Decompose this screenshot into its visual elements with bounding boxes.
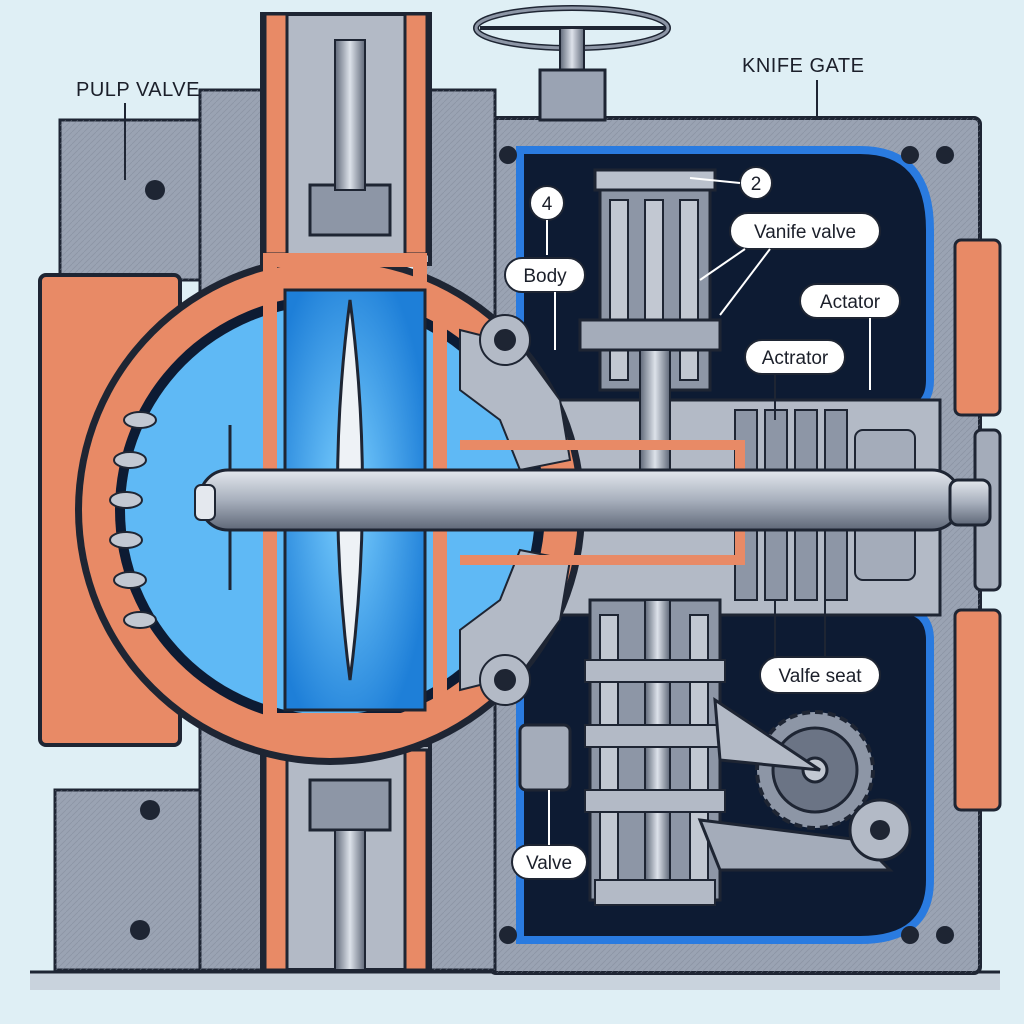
callout-number-4: 4 [529, 185, 565, 221]
svg-text:Body: Body [523, 266, 567, 287]
callout-actator: Actator [799, 283, 901, 319]
gear-teeth [459, 314, 572, 706]
callout-body: Body [504, 257, 586, 293]
callout-valve: Valve [511, 844, 588, 880]
handwheel-icon [473, 5, 671, 122]
svg-text:Actrator: Actrator [762, 348, 829, 369]
svg-text:Vanife valve: Vanife valve [754, 222, 856, 243]
title-pulp-valve: PULP VALVE [76, 79, 200, 101]
svg-text:2: 2 [751, 174, 762, 195]
title-knife-gate: KNIFE GATE [742, 55, 864, 77]
svg-text:Valfe seat: Valfe seat [778, 666, 862, 687]
callout-vanife-valve: Vanife valve [729, 212, 881, 250]
callout-actrator: Actrator [744, 339, 846, 375]
ground-strip [30, 972, 1000, 990]
svg-text:Actator: Actator [820, 292, 881, 313]
main-shaft [194, 468, 992, 532]
gear-lever-icon [697, 697, 912, 872]
callout-number-2: 2 [739, 166, 773, 200]
callout-valfe-seat: Valfe seat [759, 656, 881, 694]
svg-text:4: 4 [542, 194, 553, 215]
gate-stem-assembly [518, 168, 726, 906]
svg-text:Valve: Valve [526, 853, 572, 874]
